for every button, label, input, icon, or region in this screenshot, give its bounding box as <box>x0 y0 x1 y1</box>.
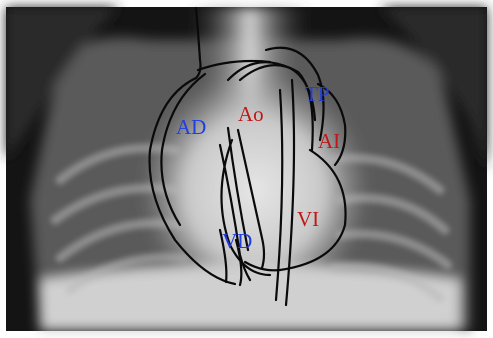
label-vi: VI <box>297 207 319 231</box>
label-ai: AI <box>318 129 340 153</box>
label-tp: TP <box>305 82 330 106</box>
label-vd: VD <box>222 229 252 253</box>
label-ao: Ao <box>238 102 264 126</box>
label-ad: AD <box>176 115 206 139</box>
